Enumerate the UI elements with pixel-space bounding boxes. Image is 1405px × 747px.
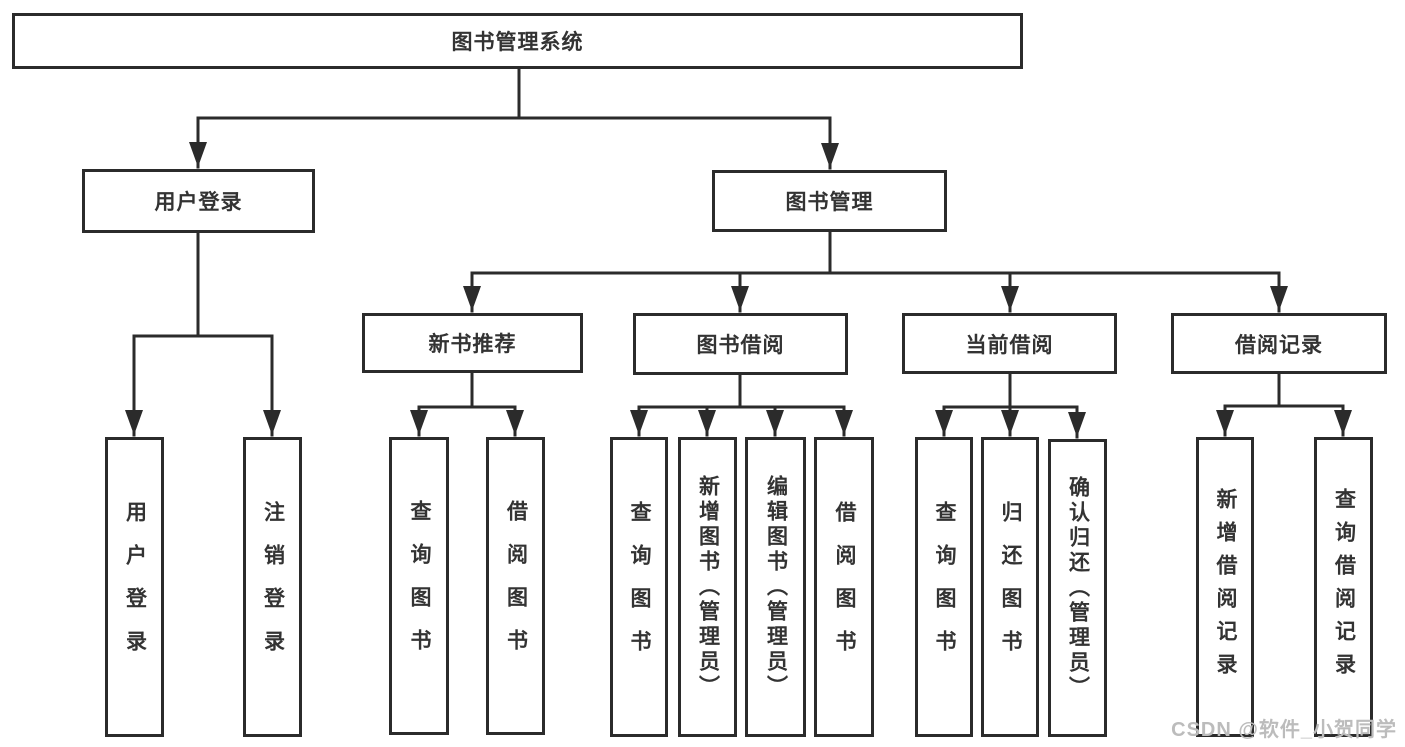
leaf-borrow-borrow-books: 借阅图书 <box>814 437 874 737</box>
node-root-system: 图书管理系统 <box>12 13 1023 69</box>
leaf-records-add-record: 新增借阅记录 <box>1196 437 1254 737</box>
leaf-logout: 注销登录 <box>243 437 302 737</box>
leaf-current-return-books: 归还图书 <box>981 437 1039 737</box>
leaf-borrow-query-books: 查询图书 <box>610 437 668 737</box>
node-user-login: 用户登录 <box>82 169 315 233</box>
leaf-current-confirm-return-admin: 确认归还（管理员） <box>1048 439 1107 737</box>
node-borrow-records: 借阅记录 <box>1171 313 1387 374</box>
leaf-recommend-query-books: 查询图书 <box>389 437 449 735</box>
csdn-watermark: CSDN @软件_小贺同学 <box>1171 719 1397 741</box>
node-book-borrow: 图书借阅 <box>633 313 848 375</box>
node-book-management: 图书管理 <box>712 170 947 232</box>
leaf-recommend-borrow-books: 借阅图书 <box>486 437 545 735</box>
node-new-book-recommend: 新书推荐 <box>362 313 583 373</box>
leaf-records-query-record: 查询借阅记录 <box>1314 437 1373 737</box>
leaf-user-login: 用户登录 <box>105 437 164 737</box>
leaf-borrow-add-books-admin: 新增图书（管理员） <box>678 437 737 737</box>
node-current-borrow: 当前借阅 <box>902 313 1117 374</box>
leaf-borrow-edit-books-admin: 编辑图书（管理员） <box>745 437 806 737</box>
leaf-current-query-books: 查询图书 <box>915 437 973 737</box>
